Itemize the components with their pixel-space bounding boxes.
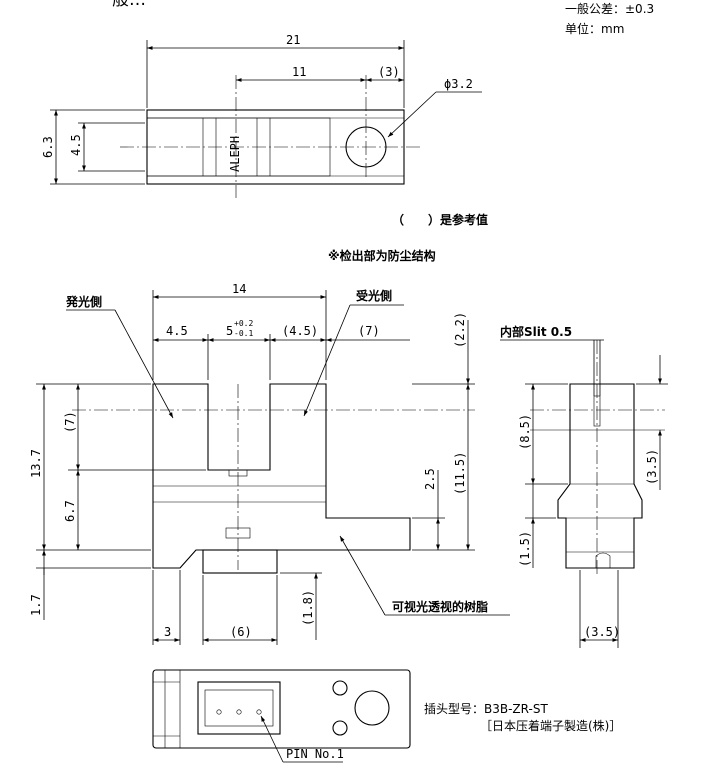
dim-a: (8.5) — [518, 414, 532, 450]
cropped-header-text: 一般… — [95, 0, 146, 10]
pin-2 — [236, 709, 242, 715]
tolerance-note: 一般公差：±0.3 — [565, 1, 654, 16]
bottom-body-outline — [152, 669, 411, 749]
pin-1 — [256, 709, 262, 715]
front-connector — [202, 549, 278, 574]
front-body-outline — [152, 383, 411, 569]
dim-arm: (7) — [63, 411, 77, 433]
dim-r-low: 2.5 — [423, 468, 437, 490]
dim-b: (3.5) — [645, 449, 659, 485]
dim-conn: (6) — [230, 625, 252, 639]
dim-r-mid: (11.5) — [453, 452, 467, 495]
connector-housing — [197, 681, 281, 735]
dim-d: (3.5) — [584, 625, 620, 639]
dim-foot: 1.7 — [29, 594, 43, 616]
tol-plus: +0.2 — [234, 319, 253, 328]
dim-inner: 4.5 — [69, 134, 83, 156]
dim-r-top: (2.2) — [453, 312, 467, 348]
dim-conn-h: (1.8) — [301, 590, 315, 626]
dim-width: 14 — [232, 282, 246, 296]
dim-center: 11 — [292, 65, 306, 79]
dim-c: (1.5) — [518, 531, 532, 567]
dim-base: 3 — [164, 625, 171, 639]
dust-note: ※检出部为防尘结构 — [328, 248, 436, 263]
dim-ref: (3) — [378, 65, 400, 79]
brand-logo-text: ALEPH — [228, 136, 242, 172]
slit-label: 内部Slit 0.5 — [500, 324, 572, 339]
resin-label: 可视光透视的树脂 — [392, 599, 488, 614]
dim-slot: 5 — [226, 324, 233, 338]
dim-depth: (7) — [358, 324, 380, 338]
dim-hole: ϕ3.2 — [444, 77, 473, 91]
emitter-label: 発光側 — [65, 294, 102, 309]
pin-label: PIN No.1 — [286, 747, 344, 761]
side-view: 内部Slit 0.5 (8.5) (1.5) (3.5) (3.5) — [500, 324, 668, 648]
tol-minus: -0.1 — [234, 329, 253, 338]
connector-maker: ［日本压着端子製造(株)］ — [480, 718, 621, 733]
bottom-view: 插头型号：B3B-ZR-ST ［日本压着端子製造(株)］ PIN No.1 — [152, 669, 621, 763]
reference-note: （ ）是参考值 — [392, 212, 488, 227]
dim-overall: 21 — [286, 33, 300, 47]
unit-note: 单位：mm — [565, 21, 624, 36]
dim-right: (4.5) — [282, 324, 318, 338]
dim-total: 13.7 — [29, 449, 43, 478]
pin-3 — [216, 709, 222, 715]
connector-type: 插头型号：B3B-ZR-ST — [424, 702, 548, 716]
dim-height: 6.3 — [41, 136, 55, 158]
dim-left: 4.5 — [166, 324, 188, 338]
receiver-label: 受光側 — [356, 288, 392, 303]
dim-lower: 6.7 — [63, 500, 77, 522]
top-view: ALEPH 21 11 (3) ϕ3.2 6.3 4.5 — [41, 33, 482, 198]
front-view: 発光側 受光側 14 4.5 5 +0.2 -0.1 (4.5) (7) 13.… — [29, 282, 510, 645]
